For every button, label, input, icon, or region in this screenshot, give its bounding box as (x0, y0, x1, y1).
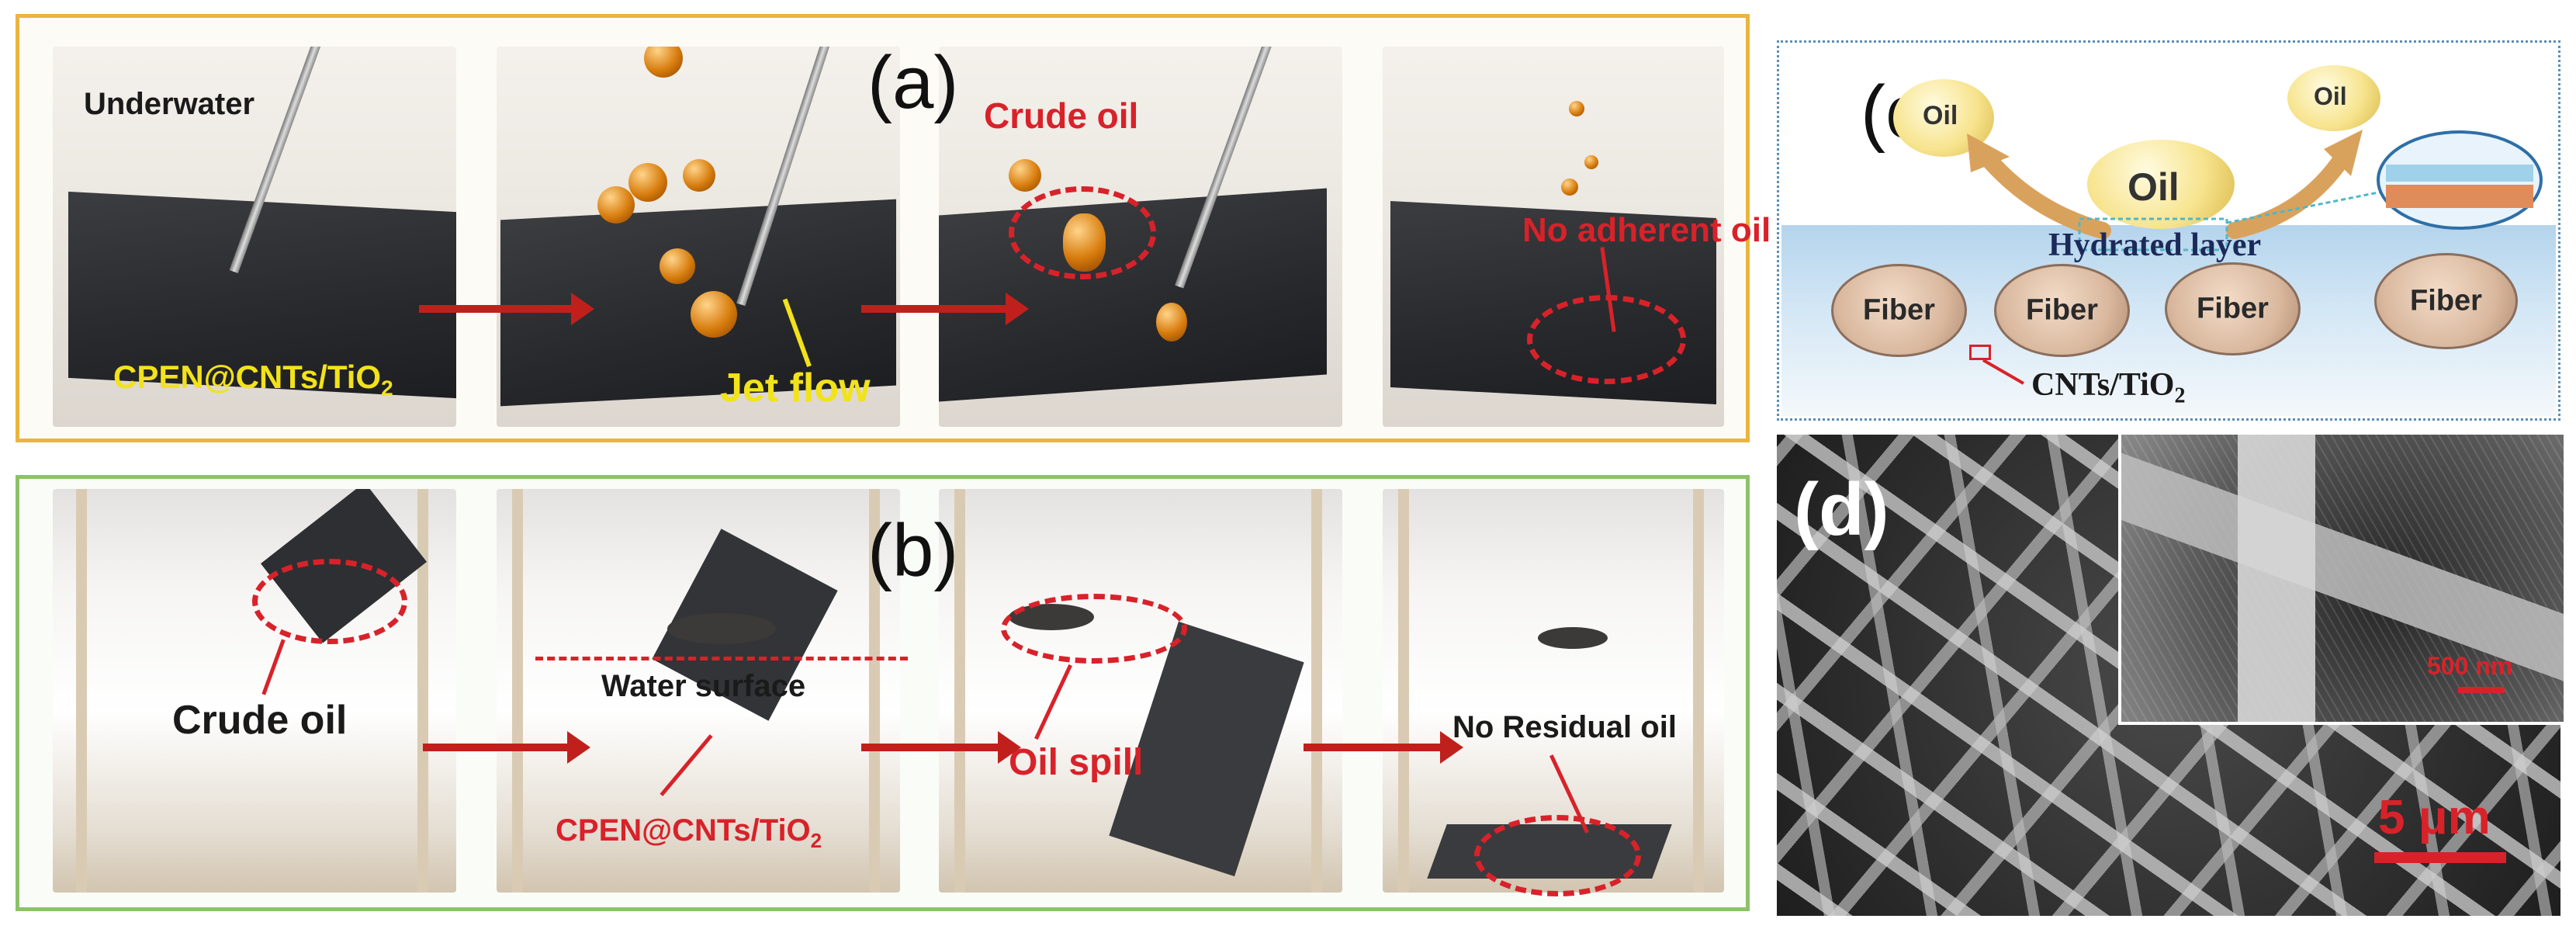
curved-arrow-left (1978, 148, 2111, 239)
repel-arrows (1967, 130, 2543, 251)
oil-bubble-right (2287, 65, 2380, 131)
photo-b2 (497, 489, 900, 893)
oil-patch (667, 613, 776, 644)
arrow-right-icon (419, 293, 594, 325)
membrane-label-text: CPEN@CNTs/TiO (113, 359, 382, 395)
arrow-right-icon (861, 293, 1029, 325)
oil-drop (1561, 179, 1578, 196)
oil-drop (1156, 303, 1187, 341)
fiber-circle: Fiber (1831, 264, 1967, 357)
cnts-label-text: CNTs/TiO (2031, 367, 2175, 403)
oil-patch (1538, 627, 1608, 649)
sem-image-inset (2118, 435, 2564, 725)
oil-drop (644, 47, 683, 78)
hydrated-layer-label: Hydrated layer (2048, 227, 2262, 263)
inset-scale-label: 500 nm (2427, 652, 2513, 680)
arrowhead-left (1967, 133, 2010, 172)
fiber-label: Fiber (2197, 292, 2269, 325)
oil-spill-label: Oil spill (1009, 742, 1144, 783)
beaker-wall (1693, 489, 1704, 893)
zoom-base (2386, 185, 2533, 208)
cnts-marker (1969, 345, 1991, 360)
panel-d-letter: (d) (1794, 468, 1889, 551)
crude-oil-label-b: Crude oil (172, 698, 348, 743)
water-surface-line (535, 657, 908, 660)
fiber-circle: Fiber (2374, 253, 2518, 349)
cnts-label: CNTs/TiO2 (2031, 366, 2185, 408)
photo-a1 (53, 47, 456, 427)
oil-label-left: Oil (1923, 101, 1958, 130)
oil-label-center: Oil (2128, 165, 2180, 209)
no-adherent-label: No adherent oil (1522, 211, 1771, 249)
water-surface-label: Water surface (601, 669, 806, 703)
oil-drop (683, 159, 715, 192)
membrane-label-text: CPEN@CNTs/TiO (556, 813, 811, 848)
membrane-label-sub: 2 (810, 829, 822, 852)
arrowhead-right (2324, 130, 2363, 176)
beaker-wall (1311, 489, 1322, 893)
oil-drop (1584, 155, 1598, 169)
no-residual-label: No Residual oil (1452, 710, 1677, 744)
crude-oil-label-a: Crude oil (984, 95, 1139, 136)
no-residual-circle (1474, 815, 1641, 896)
oil-bubble-center (2087, 140, 2235, 229)
main-scale-bar (2374, 852, 2506, 863)
zoom-box (2078, 217, 2228, 251)
main-scale-label: 5 μm (2378, 791, 2491, 844)
jet-flow-label: Jet flow (720, 366, 871, 411)
arrow-right-icon (1304, 731, 1463, 764)
fiber-label: Fiber (1863, 293, 1935, 327)
membrane-label-sub: 2 (381, 376, 393, 400)
oil-drop (1569, 101, 1584, 116)
inset-scale-bar (2458, 687, 2505, 693)
fiber-circle: Fiber (2165, 262, 2301, 355)
zoom-line (2226, 190, 2383, 224)
oil-drop (597, 186, 635, 224)
fiber-circle: Fiber (1994, 264, 2130, 357)
crude-oil-circle-a (1009, 186, 1156, 279)
no-adherent-circle (1527, 295, 1686, 384)
panel-a-letter: (a) (867, 41, 959, 124)
beaker-wall (869, 489, 880, 893)
beaker-wall (417, 489, 428, 893)
underwater-label: Underwater (84, 87, 255, 121)
crude-oil-circle-b (252, 559, 407, 644)
membrane-label-b: CPEN@CNTs/TiO2 (556, 813, 822, 853)
beaker-wall (512, 489, 523, 893)
photo-b1 (53, 489, 456, 893)
beaker-wall (1398, 489, 1409, 893)
arrow-right-icon (423, 731, 590, 764)
oil-drop (691, 291, 737, 338)
oil-drop (628, 163, 667, 202)
membrane-label-a: CPEN@CNTs/TiO2 (113, 359, 393, 400)
photo-b3 (939, 489, 1342, 893)
arrow-right-icon (861, 731, 1021, 764)
cnts-label-sub: 2 (2174, 383, 2186, 408)
oil-spill-circle (1001, 594, 1187, 664)
photo-a2 (497, 47, 900, 427)
oil-drop (1009, 159, 1041, 192)
beaker-wall (76, 489, 87, 893)
panel-b-letter: (b) (867, 509, 959, 592)
oil-drop (660, 248, 695, 284)
zoom-band (2386, 165, 2533, 182)
fiber-label: Fiber (2026, 293, 2098, 327)
fiber-label: Fiber (2410, 284, 2482, 317)
curved-arrow-right (2226, 148, 2352, 239)
beaker-wall (954, 489, 965, 893)
oil-label-right: Oil (2314, 82, 2347, 110)
